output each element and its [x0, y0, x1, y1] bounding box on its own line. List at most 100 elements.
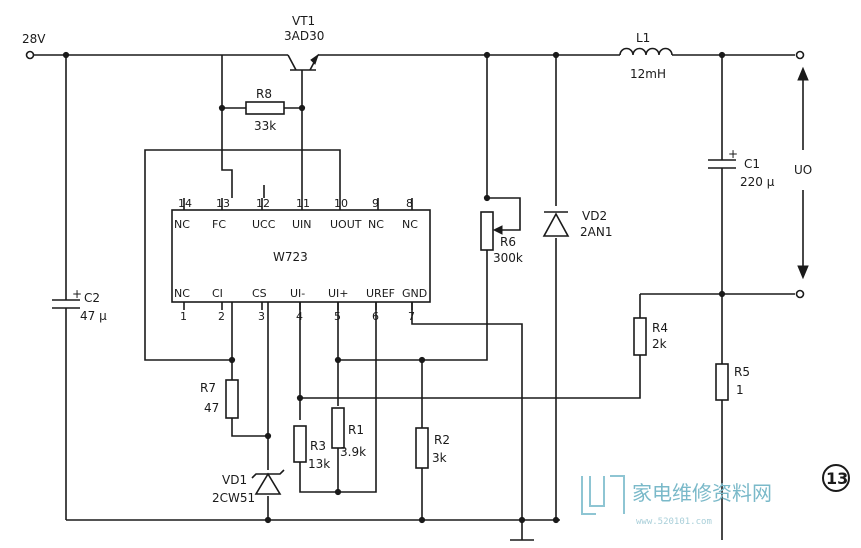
vd2-name: VD2 — [582, 209, 607, 223]
resistor-r5 — [715, 363, 729, 401]
input-terminal — [25, 50, 35, 60]
diode-vd2 — [542, 211, 570, 237]
wire-r6-wiper — [487, 197, 521, 231]
wire-r1-loop — [337, 302, 377, 493]
resistor-r2 — [415, 427, 429, 469]
ic-pin-label: UOUT — [330, 218, 362, 231]
ic-pin-label: NC — [174, 287, 190, 300]
ic-pin-label: UI+ — [328, 287, 349, 300]
figure-badge-circle — [822, 464, 850, 492]
r7-value: 47 — [204, 401, 219, 415]
r1-name: R1 — [348, 423, 364, 437]
ic-pin-number: 12 — [256, 197, 270, 210]
output-label: UO — [794, 163, 812, 177]
watermark: 家电维修资料网 www.520101.com — [581, 475, 772, 527]
junction-dot — [62, 51, 70, 59]
wire-r3-bottom — [299, 462, 338, 493]
ic-pin-number: 11 — [296, 197, 310, 210]
resistor-r1 — [331, 407, 345, 449]
wire-r6-bottom — [338, 250, 488, 361]
vd1-value: 2CW51 — [212, 491, 255, 505]
junction-dot — [718, 290, 726, 298]
ic-pin-number: 14 — [178, 197, 192, 210]
r3-name: R3 — [310, 439, 326, 453]
r4-value: 2k — [652, 337, 667, 351]
wire-pin7-gnd — [411, 302, 523, 520]
r1-value: 3.9k — [340, 445, 366, 459]
wires — [33, 54, 804, 541]
r7-name: R7 — [200, 381, 216, 395]
junction-dot — [218, 104, 226, 112]
r6-wiper-arrow — [492, 225, 503, 235]
ic-name: W723 — [273, 250, 308, 264]
resistor-r7 — [225, 379, 239, 419]
junction-dot — [334, 356, 342, 364]
figure-badge-number: 13 — [826, 469, 848, 488]
c1-value: 220 μ — [740, 175, 775, 189]
r5-name: R5 — [734, 365, 750, 379]
c1-plus: + — [728, 147, 738, 161]
wire-r7-bottom — [231, 418, 268, 437]
l1-name: L1 — [636, 31, 650, 45]
ic-pin-number: 9 — [372, 197, 379, 210]
ic-pin-number: 8 — [406, 197, 413, 210]
ic-pin-number: 6 — [372, 310, 379, 323]
watermark-logo-icon — [581, 476, 605, 515]
l1-value: 12mH — [630, 67, 666, 81]
r3-value: 13k — [308, 457, 330, 471]
r5-value: 1 — [736, 383, 744, 397]
junction-dot — [298, 104, 306, 112]
ic-pin-label: NC — [402, 218, 418, 231]
wire-r4-bottom — [300, 355, 641, 399]
uo-arrow-up-head — [797, 66, 809, 81]
ic-pin-label: NC — [368, 218, 384, 231]
junction-dot — [334, 488, 342, 496]
resistor-r4 — [633, 317, 647, 356]
r2-name: R2 — [434, 433, 450, 447]
junction-dot — [228, 356, 236, 364]
vd1-name: VD1 — [222, 473, 247, 487]
ic-pin-label: UIN — [292, 218, 312, 231]
inductor-l1 — [619, 47, 673, 56]
resistor-r8 — [245, 101, 285, 115]
zener-diode-vd1 — [251, 469, 285, 495]
output-terminal-bottom — [795, 289, 805, 299]
vd2-value: 2AN1 — [580, 225, 612, 239]
resistor-r3 — [293, 425, 307, 463]
ic-pin-number: 7 — [408, 310, 415, 323]
junction-dot — [483, 194, 491, 202]
r6-value: 300k — [493, 251, 523, 265]
junctions — [62, 51, 726, 524]
ic-pin-label: UI- — [290, 287, 305, 300]
ic-pin-label: CS — [252, 287, 267, 300]
vd1-triangle — [254, 472, 282, 495]
vd1-bar — [251, 469, 285, 479]
ic-pin-label: GND — [402, 287, 427, 300]
vd2-triangle — [542, 212, 570, 237]
vt1-part: 3AD30 — [284, 29, 324, 43]
junction-dot — [483, 51, 491, 59]
c1-name: C1 — [744, 157, 760, 171]
junction-dot — [264, 432, 272, 440]
r4-name: R4 — [652, 321, 668, 335]
ic-pin-label: FC — [212, 218, 226, 231]
c2-plus: + — [72, 287, 82, 301]
wire-pin13 — [221, 108, 233, 198]
supply-label: 28V — [22, 32, 46, 46]
junction-dot — [418, 356, 426, 364]
wire-loop-pin10 — [144, 149, 341, 361]
junction-dot — [518, 516, 526, 524]
r8-name: R8 — [256, 87, 272, 101]
ic-pin-number: 3 — [258, 310, 265, 323]
junction-dot — [418, 516, 426, 524]
watermark-logo-stroke — [610, 475, 625, 514]
ic-w723 — [171, 209, 431, 303]
capacitor-c1 — [708, 159, 736, 180]
junction-dot — [552, 51, 560, 59]
ic-pin-label: UCC — [252, 218, 276, 231]
ic-pin-number: 1 — [180, 310, 187, 323]
